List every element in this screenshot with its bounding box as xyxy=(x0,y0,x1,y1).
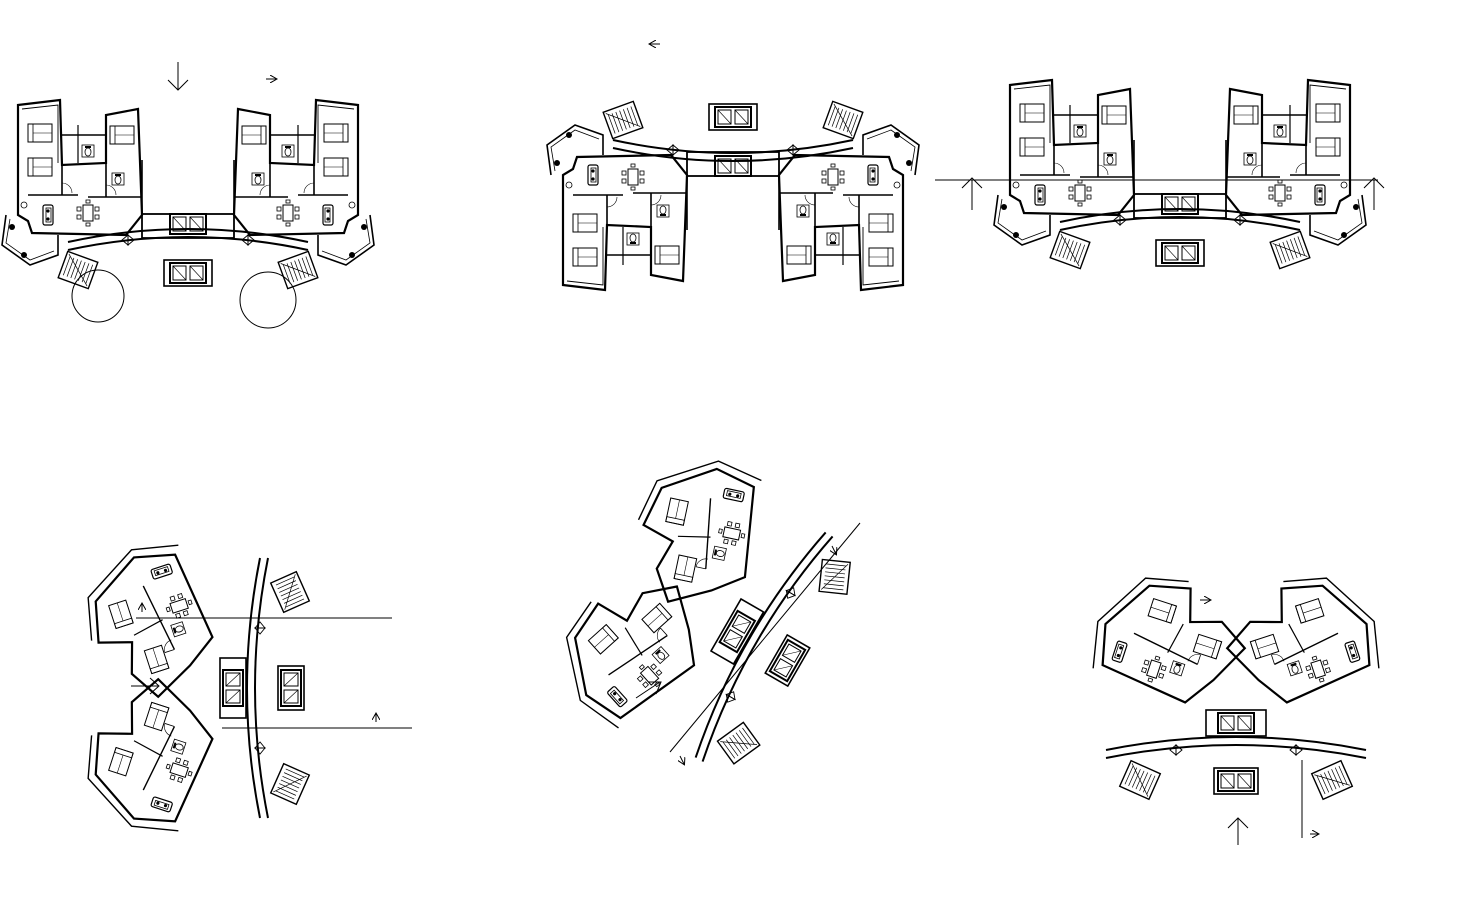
plan-2 xyxy=(547,101,919,290)
entry-arrow-icon xyxy=(635,681,662,699)
entry-arrow-icon xyxy=(131,677,160,695)
section-marker-icon xyxy=(935,177,1385,210)
entry-arrow-icon xyxy=(167,62,189,91)
plan-4 xyxy=(69,534,310,841)
section-marker-icon xyxy=(669,522,861,764)
plan-1 xyxy=(2,100,374,289)
entry-arrow-icon xyxy=(1227,817,1249,845)
plan-6 xyxy=(1082,559,1389,800)
plan-3 xyxy=(994,80,1366,269)
section-marker-icon xyxy=(1301,760,1318,838)
stair-highlight-circle xyxy=(71,269,125,323)
section-marker-icon xyxy=(136,604,412,729)
plan-5 xyxy=(518,416,880,802)
stair-highlight-circle xyxy=(239,271,297,329)
